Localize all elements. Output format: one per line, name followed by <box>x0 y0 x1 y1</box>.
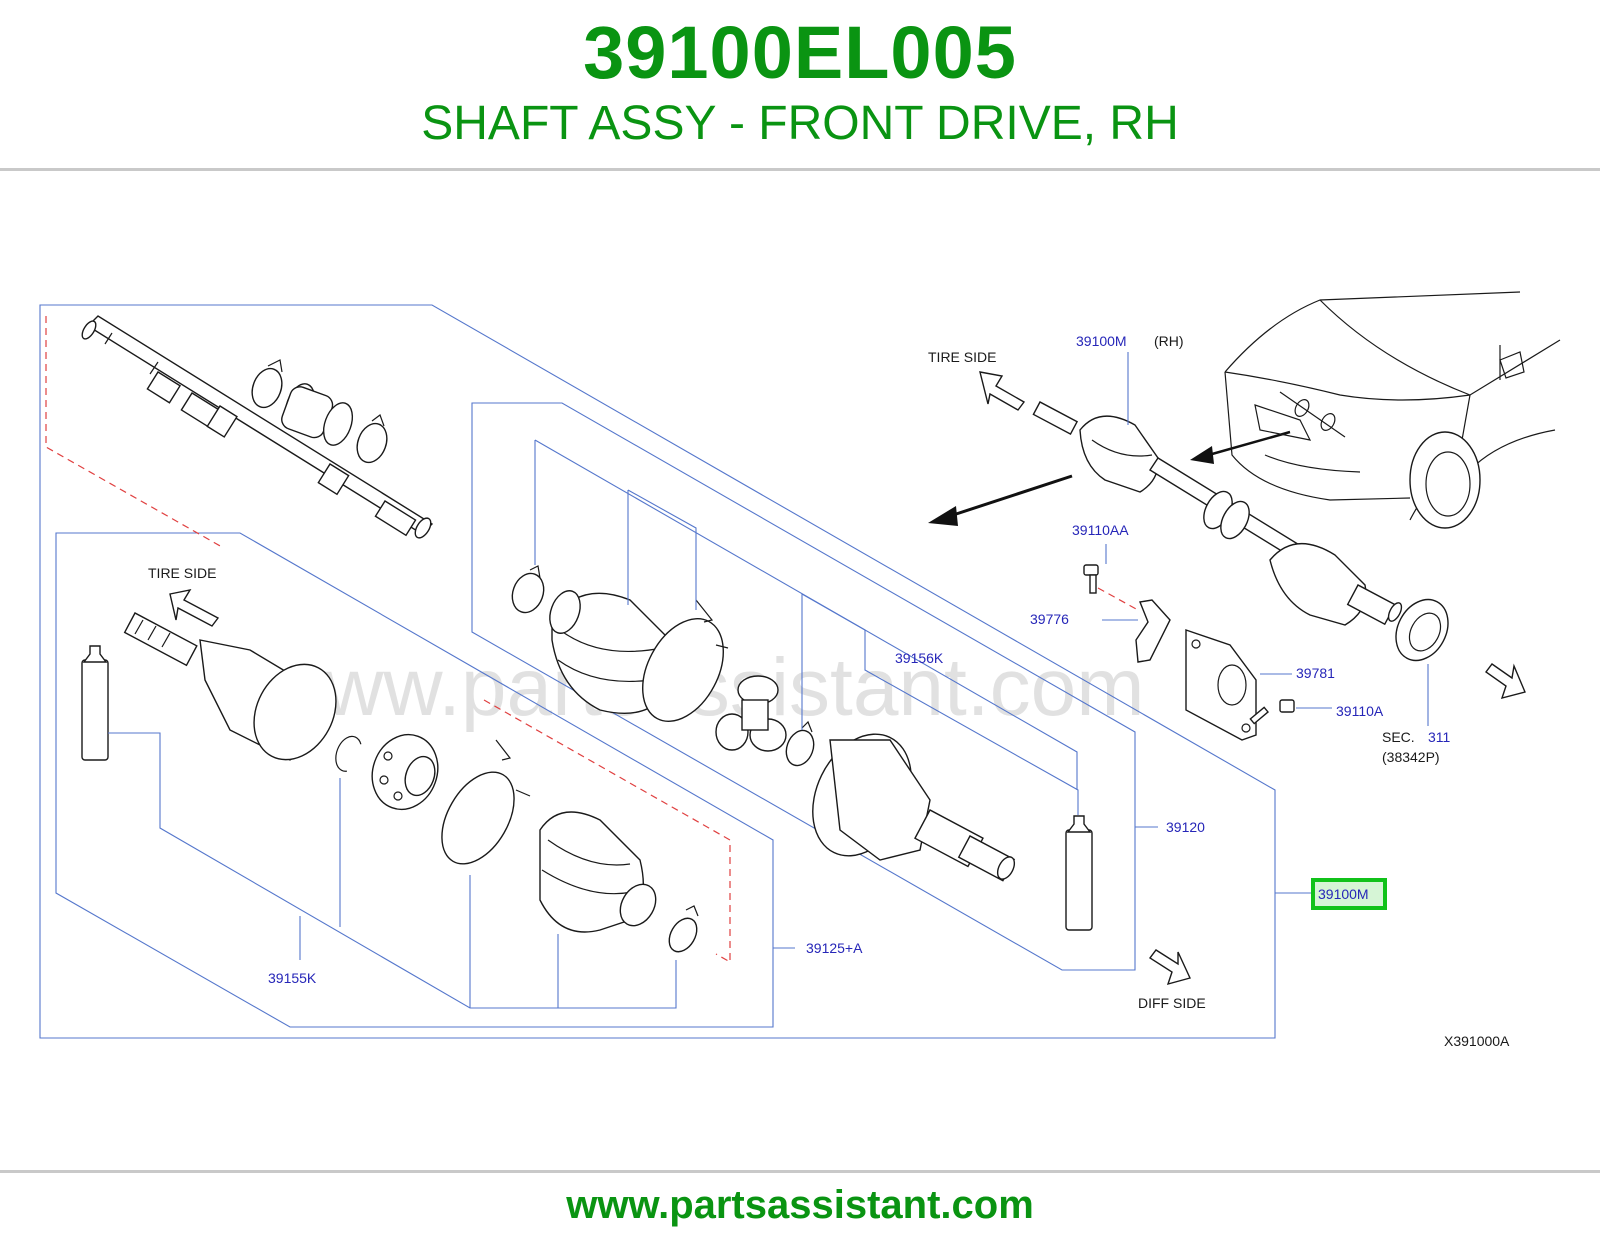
spider-assembly-part[interactable] <box>715 675 787 752</box>
callout-39125a[interactable]: 39125+A <box>806 940 863 956</box>
outer-boot-part[interactable] <box>539 811 663 933</box>
callout-39110aa[interactable]: 39110AA <box>1072 522 1129 538</box>
callout-39100m-selected[interactable]: 39100M <box>1318 886 1369 902</box>
dash-39110aa <box>1097 587 1139 611</box>
part-number-title: 39100EL005 <box>583 11 1017 94</box>
part-name-subtitle: SHAFT ASSY - FRONT DRIVE, RH <box>421 97 1179 150</box>
diff-side-arrow-top <box>1485 663 1526 700</box>
selected-callout-highlight[interactable] <box>1311 878 1387 910</box>
callout-39155k[interactable]: 39155K <box>268 970 317 986</box>
inner-joint-frame <box>471 402 1136 971</box>
snap-ring-outer[interactable] <box>331 733 362 774</box>
callout-39776[interactable]: 39776 <box>1030 611 1069 627</box>
dash-outer-boot <box>483 699 731 964</box>
boot-band-small-inner[interactable] <box>507 565 549 617</box>
tire-side-label-top: TIRE SIDE <box>928 349 996 365</box>
leader-39155k <box>108 732 677 1009</box>
diagram-code: X391000A <box>1444 1033 1510 1049</box>
callout-39781[interactable]: 39781 <box>1296 665 1335 681</box>
diff-side-label: DIFF SIDE <box>1138 995 1206 1011</box>
leader-39156k <box>627 489 1079 815</box>
inner-housing-part[interactable] <box>793 718 1017 882</box>
direction-arrow-large <box>928 474 1073 526</box>
direction-arrow-car <box>1190 430 1291 464</box>
bolt-39110a[interactable] <box>1249 699 1295 725</box>
dash-shaft <box>45 316 223 548</box>
ball-cage-part[interactable] <box>362 725 448 818</box>
boot-band-small-outer[interactable] <box>664 905 703 957</box>
diff-side-arrow <box>1148 949 1191 986</box>
damper-clamp-bottom[interactable] <box>352 414 392 467</box>
snap-ring-inner[interactable] <box>782 720 819 769</box>
footer-url-link[interactable]: www.partsassistant.com <box>566 1183 1034 1227</box>
outer-assembly-frame <box>39 304 1276 1039</box>
boot-band-large-inner[interactable] <box>626 599 739 735</box>
drive-shaft-part[interactable] <box>79 315 434 541</box>
dynamic-damper-part[interactable] <box>279 380 358 449</box>
damper-clamp-top[interactable] <box>247 359 287 412</box>
page-header: 39100EL005 SHAFT ASSY - FRONT DRIVE, RH <box>0 0 1600 168</box>
assembled-drive-shaft[interactable] <box>1032 401 1404 626</box>
tire-side-arrow-left <box>169 589 220 627</box>
sec-sub-label: (38342P) <box>1382 749 1440 765</box>
outer-joint-part[interactable] <box>123 612 352 774</box>
grease-tube-right[interactable] <box>1065 815 1093 931</box>
vehicle-illustration <box>1224 291 1561 529</box>
oil-seal-311[interactable] <box>1386 590 1458 669</box>
callout-39120[interactable]: 39120 <box>1166 819 1205 835</box>
plate-39776[interactable] <box>1135 599 1171 663</box>
callout-39100m-top[interactable]: 39100M <box>1076 333 1127 349</box>
callout-39156k[interactable]: 39156K <box>895 650 944 666</box>
tire-side-label-left: TIRE SIDE <box>148 565 216 581</box>
outer-joint-frame <box>55 532 774 1028</box>
callout-39110a[interactable]: 39110A <box>1336 703 1384 719</box>
boot-kit-bracket <box>534 439 1078 790</box>
tire-side-arrow-top <box>979 371 1026 411</box>
footer-divider <box>0 1170 1600 1173</box>
bearing-bracket-39781[interactable] <box>1185 629 1257 741</box>
callout-311[interactable]: 311 <box>1428 729 1451 745</box>
sec-label: SEC. <box>1382 729 1415 745</box>
rh-label: (RH) <box>1154 333 1184 349</box>
grease-tube-left[interactable] <box>81 645 109 761</box>
bolt-39110aa[interactable] <box>1083 564 1099 594</box>
header-divider <box>0 168 1600 171</box>
boot-band-large-outer[interactable] <box>427 739 531 876</box>
